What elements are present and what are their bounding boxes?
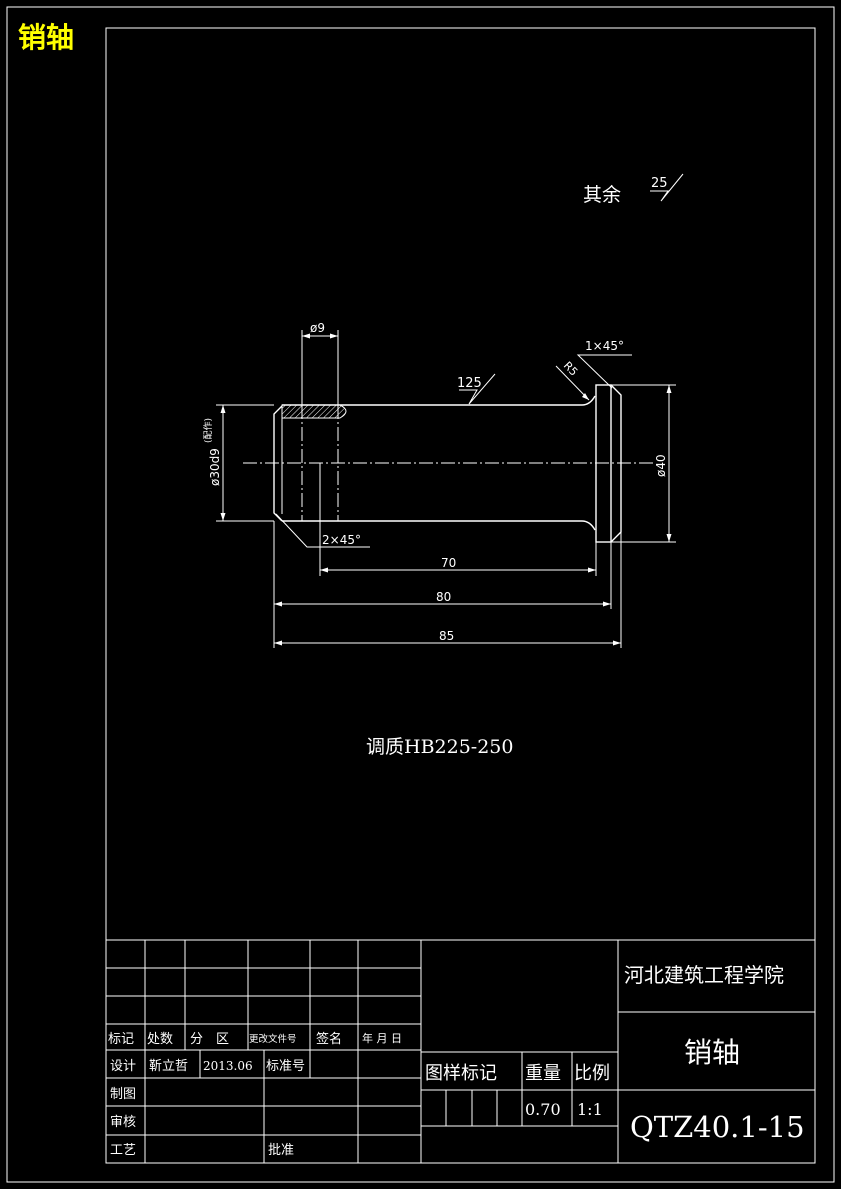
design-label: 设计 xyxy=(110,1059,136,1074)
treatment-note: 调质HB225-250 xyxy=(366,736,513,758)
school-name: 河北建筑工程学院 xyxy=(624,963,784,987)
approve-label: 批准 xyxy=(268,1143,294,1158)
chamfer-leader-end xyxy=(275,513,370,548)
fit-note-label: (配作) xyxy=(202,418,214,443)
pin-hole-dia-label: ø9 xyxy=(310,321,325,335)
inner-frame xyxy=(105,27,816,1164)
shaft-dia-label: ø30d9 xyxy=(208,448,222,486)
rev-header-mark: 标记 xyxy=(108,1032,134,1047)
designer-name: 靳立哲 xyxy=(149,1059,188,1074)
length-70-label: 70 xyxy=(441,556,456,570)
rev-header-date: 年 月 日 xyxy=(362,1031,402,1045)
standard-label: 标准号 xyxy=(266,1059,305,1074)
corner-title: 销轴 xyxy=(18,21,74,54)
draw-label: 制图 xyxy=(110,1087,136,1102)
drawing-number: QTZ40.1-15 xyxy=(630,1110,805,1144)
fillet-label: R5 xyxy=(561,359,581,379)
arrow-icon xyxy=(220,405,226,413)
chamfer-leader-head xyxy=(576,354,632,389)
chamfer-end-label: 2×45° xyxy=(322,533,361,547)
arrow-icon xyxy=(330,333,338,339)
fillet-top xyxy=(581,395,596,406)
roughness-rest-label: 其余 xyxy=(583,184,621,206)
roughness-symbol-icon xyxy=(650,173,684,202)
part-name: 销轴 xyxy=(684,1036,740,1069)
title-block: 标记 处数 分 区 更改文件号 签名 年 月 日 设计 靳立哲 2013.06 … xyxy=(106,939,815,1163)
head-collar xyxy=(595,384,612,543)
head-chamfer xyxy=(610,384,622,543)
weight-label: 重量 xyxy=(525,1063,561,1084)
fillet-bottom xyxy=(581,520,596,531)
check-label: 审核 xyxy=(110,1115,136,1130)
section-hatch xyxy=(281,404,347,419)
arrow-icon xyxy=(302,333,310,339)
roughness-rest-value: 25 xyxy=(651,176,668,191)
arrow-icon xyxy=(582,393,589,400)
arrow-icon xyxy=(613,640,621,646)
head-dia-label: ø40 xyxy=(654,454,668,477)
arrow-icon xyxy=(588,567,596,573)
surface-roughness-value: 125 xyxy=(457,376,482,391)
length-85-label: 85 xyxy=(439,629,454,643)
design-date: 2013.06 xyxy=(203,1059,253,1073)
rev-header-count: 处数 xyxy=(147,1032,173,1047)
arrow-icon xyxy=(320,567,328,573)
rev-header-docno: 更改文件号 xyxy=(249,1033,297,1045)
surface-roughness-icon xyxy=(459,373,496,405)
chamfer-head-label: 1×45° xyxy=(585,339,624,353)
fillet-leader xyxy=(555,365,590,401)
arrow-icon xyxy=(274,640,282,646)
length-80-label: 80 xyxy=(436,590,451,604)
roughness-rest-note: 其余 25 xyxy=(583,173,684,206)
process-label: 工艺 xyxy=(110,1143,136,1158)
arrow-icon xyxy=(666,534,672,542)
arrow-icon xyxy=(666,385,672,393)
arrow-icon xyxy=(603,601,611,607)
rev-header-sign: 签名 xyxy=(316,1031,342,1047)
outer-border xyxy=(6,6,835,1183)
scale-label: 比例 xyxy=(574,1063,610,1084)
left-end-chamfer xyxy=(273,405,283,522)
stage-label: 图样标记 xyxy=(425,1063,497,1084)
scale-value: 1:1 xyxy=(577,1100,603,1119)
weight-value: 0.70 xyxy=(525,1100,561,1119)
pin-shaft-view: 125 ø9 ø30d9 (配作) ø40 1×45° R5 2×45° xyxy=(202,321,676,648)
arrow-icon xyxy=(274,601,282,607)
rev-header-zone: 分 区 xyxy=(190,1032,229,1047)
arrow-icon xyxy=(220,513,226,521)
